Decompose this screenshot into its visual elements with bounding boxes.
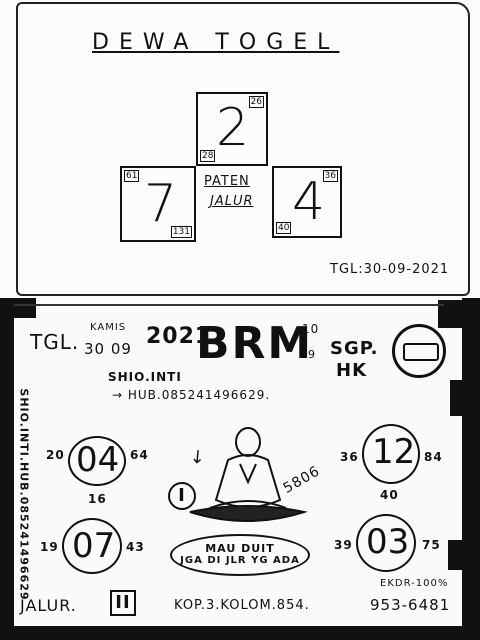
frame-right-mid-block xyxy=(450,380,480,416)
frame-top-line xyxy=(14,304,444,306)
bubble-line2: JGA DI JLR YG ADA xyxy=(180,555,300,566)
circle-br-left: 39 xyxy=(334,538,353,552)
ekdr-label: EKDR-100% xyxy=(380,578,449,589)
circle-br-value: 03 xyxy=(366,522,410,562)
right-box-corner-bl: 40 xyxy=(276,222,292,234)
top-box-corner-bl: 28 xyxy=(200,150,216,162)
left-box-corner-tl: 61 xyxy=(124,170,140,182)
left-box: 61 7 131 xyxy=(120,166,196,242)
circle-tl-right: 64 xyxy=(130,448,149,462)
center-line1: PATEN xyxy=(204,174,250,189)
title: DEWA TOGEL xyxy=(92,30,340,55)
center-line2: JALUR xyxy=(210,194,254,209)
market-1: SGP. xyxy=(330,338,379,359)
circle-tl-below: 16 xyxy=(88,492,107,506)
shio-label: SHIO.INTI xyxy=(108,370,182,384)
speech-bubble: MAU DUIT JGA DI JLR YG ADA xyxy=(170,534,310,576)
circle-bl-right: 43 xyxy=(126,540,145,554)
brand: BRM xyxy=(196,318,313,369)
stamp-seal xyxy=(392,324,446,378)
kop-label: KOP.3.KOLOM.854. xyxy=(174,598,310,613)
side-text: SHIO.INTI.HUB.085241496629 xyxy=(17,388,31,601)
year-label: 2021 xyxy=(146,324,212,349)
hub-label: → HUB.085241496629. xyxy=(112,388,271,402)
top-date: TGL:30-09-2021 xyxy=(330,262,450,277)
left-box-digit: 7 xyxy=(144,174,178,234)
day-label: KAMIS xyxy=(90,322,127,333)
top-box: 26 2 28 xyxy=(196,92,268,166)
center-area: PATEN JALUR xyxy=(196,166,272,242)
left-box-corner-br: 131 xyxy=(170,226,192,238)
date-label: 30 09 xyxy=(84,340,132,358)
ekdr-value: 953-6481 xyxy=(370,596,451,614)
right-box-digit: 4 xyxy=(292,172,326,232)
circle-tr-below: 40 xyxy=(380,488,399,502)
frame-top-left xyxy=(0,298,14,640)
brand-text: BRM xyxy=(196,318,314,369)
right-box: 36 4 40 xyxy=(272,166,342,238)
tgl-label: TGL. xyxy=(30,330,80,354)
bubble-line1: MAU DUIT xyxy=(205,542,275,555)
jalur-box: II xyxy=(110,590,136,616)
circle-bl-left: 19 xyxy=(40,540,59,554)
badge-circle: I xyxy=(168,482,196,510)
circle-tl-ring: 04 xyxy=(68,436,126,486)
circle-tr-ring: 12 xyxy=(362,424,420,484)
frame-right-top-block xyxy=(438,300,480,328)
brand-sub: 99 xyxy=(300,348,316,361)
jalur-value: II xyxy=(115,592,131,613)
brand-sup: 10 xyxy=(302,322,320,336)
circle-bl-value: 07 xyxy=(72,526,116,566)
circle-br-right: 75 xyxy=(422,538,441,552)
frame-right-low-block xyxy=(448,540,480,570)
circle-tl-left: 20 xyxy=(46,448,65,462)
top-box-digit: 2 xyxy=(216,98,250,158)
circle-br-ring: 03 xyxy=(356,514,416,572)
right-box-corner-tr: 36 xyxy=(322,170,338,182)
jalur-label: JALUR. xyxy=(20,596,77,615)
market-2: HK xyxy=(336,360,368,381)
circle-tr-value: 12 xyxy=(372,432,416,472)
circle-bl-ring: 07 xyxy=(62,518,122,574)
monk-figure xyxy=(189,427,308,522)
frame-right xyxy=(462,298,480,640)
circle-tl-value: 04 xyxy=(76,440,120,480)
circle-tr-right: 84 xyxy=(424,450,443,464)
frame-top-strip xyxy=(0,298,36,318)
badge-text: I xyxy=(178,485,186,506)
frame-bottom xyxy=(0,626,480,640)
circle-tr-left: 36 xyxy=(340,450,359,464)
top-box-corner-tr: 26 xyxy=(248,96,264,108)
